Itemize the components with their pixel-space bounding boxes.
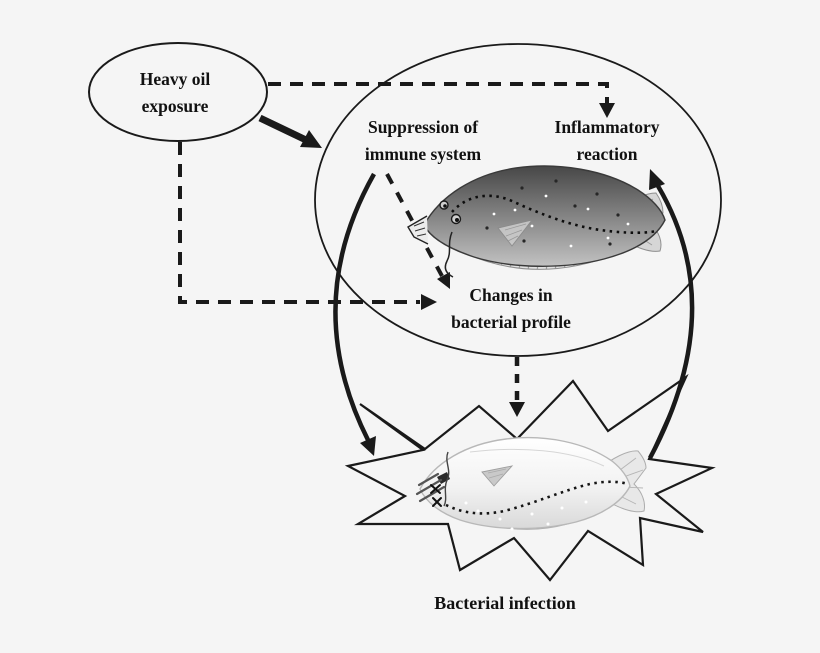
dead-fish-illustration <box>415 436 647 531</box>
suppression-line2: immune system <box>364 144 482 164</box>
inflammatory-reaction-label: Inflammatory reaction <box>555 114 660 168</box>
inflammatory-line1: Inflammatory <box>554 117 660 137</box>
heavy-oil-exposure-label: Heavy oil exposure <box>140 66 210 120</box>
healthy-fish-illustration <box>407 165 666 278</box>
x-eyes-icon <box>430 484 442 507</box>
heavy-oil-line1: Heavy oil <box>139 69 211 89</box>
arrow-oil-to-host <box>258 114 322 148</box>
suppression-label: Suppression of immune system <box>365 114 481 168</box>
bacterial-infection-text: Bacterial infection <box>434 593 576 613</box>
arrow-infection-to-inflammatory <box>648 169 695 460</box>
heavy-oil-ellipse <box>88 42 268 142</box>
suppression-line1: Suppression of <box>367 117 479 137</box>
inflammatory-line2: reaction <box>576 144 638 164</box>
arrow-oil-to-changes <box>178 142 437 310</box>
heavy-oil-line2: exposure <box>141 96 209 116</box>
changes-line1: Changes in <box>469 285 553 305</box>
bacterial-infection-label: Bacterial infection <box>434 590 575 617</box>
arrow-oil-to-inflammatory <box>268 82 615 118</box>
host-ellipse <box>314 43 722 357</box>
arrow-changes-to-infection <box>509 357 525 417</box>
changes-line2: bacterial profile <box>451 312 571 332</box>
arrow-suppression-to-changes <box>385 173 450 289</box>
arrow-suppression-to-infection <box>333 172 376 456</box>
changes-bacterial-profile-label: Changes in bacterial profile <box>451 282 571 336</box>
